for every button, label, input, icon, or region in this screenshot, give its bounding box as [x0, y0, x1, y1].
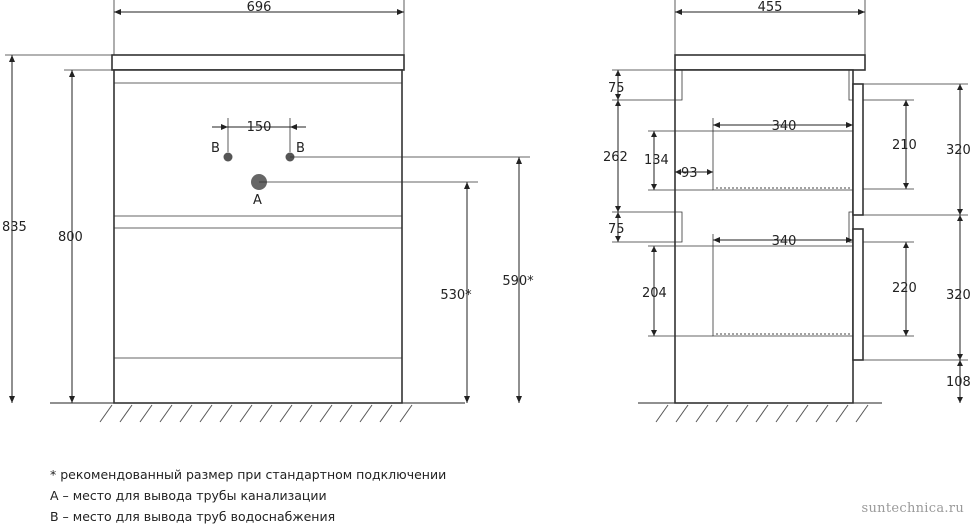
drawer1-width-label: 340 — [772, 119, 797, 134]
note-water: В – место для вывода труб водоснабжения — [50, 509, 336, 524]
front-height-body-label: 800 — [58, 230, 83, 245]
side-view: 455 75 262 75 340 134 93 340 — [603, 0, 970, 423]
side-drawer1-front — [852, 83, 864, 216]
watermark: suntechnica.ru — [861, 501, 964, 516]
front-cabinet-body — [113, 69, 403, 404]
legend-notes: * рекомендованный размер при стандартном… — [50, 464, 446, 527]
water-pipe-right-label: B — [296, 141, 305, 156]
side-countertop — [674, 54, 866, 71]
drawer2-width-label: 340 — [772, 234, 797, 249]
side-left-dim-3: 75 — [608, 222, 625, 237]
note-sewer: А – место для вывода трубы канализации — [50, 488, 327, 503]
front-floor-hatch — [99, 404, 413, 423]
front-view: 696 835 800 150 B B A 530* 590* — [2, 0, 534, 423]
right-outer-label-1: 320 — [946, 143, 970, 158]
side-depth-label: 455 — [758, 0, 783, 15]
side-cabinet-body — [674, 69, 854, 404]
side-drawer2-front — [852, 228, 864, 361]
drawer1-height-label: 134 — [644, 153, 669, 168]
front-height-total-label: 835 — [2, 220, 27, 235]
front-width-label: 696 — [247, 0, 272, 15]
water-pipe-left-label: B — [211, 141, 220, 156]
water-height-label: 590* — [502, 274, 534, 289]
water-pipe-left — [223, 152, 233, 162]
side-floor-hatch — [655, 404, 869, 423]
right-inner-label-2: 220 — [892, 281, 917, 296]
side-left-dim-1: 75 — [608, 81, 625, 96]
sewer-height-label: 530* — [440, 288, 472, 303]
drawer1-offset-label: 93 — [681, 166, 698, 181]
side-left-dim-2: 262 — [603, 150, 628, 165]
sewer-pipe-label: A — [253, 193, 262, 208]
note-recommended: * рекомендованный размер при стандартном… — [50, 467, 447, 482]
drawer2-height-label: 204 — [642, 286, 667, 301]
right-bottom-label: 108 — [946, 375, 970, 390]
pipe-spacing-label: 150 — [247, 120, 272, 135]
right-inner-label-1: 210 — [892, 138, 917, 153]
front-countertop — [111, 54, 405, 71]
right-outer-label-2: 320 — [946, 288, 970, 303]
